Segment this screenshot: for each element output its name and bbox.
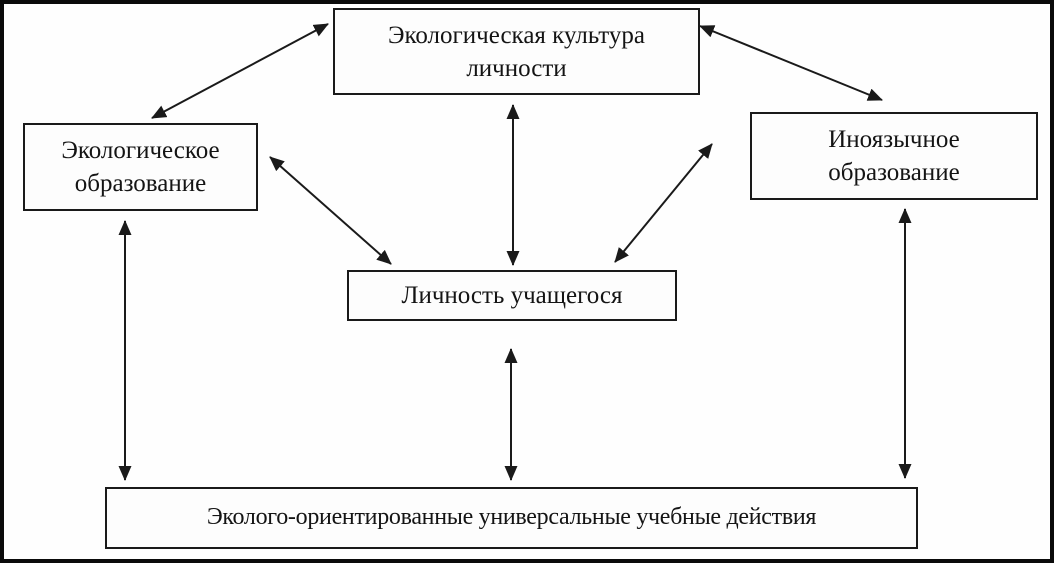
node-student-personality: Личность учащегося	[347, 270, 677, 321]
arrow-ecological-education-to-student-personality	[269, 156, 392, 265]
node-foreign-language-education: Иноязычное образование	[750, 112, 1038, 200]
arrow-ecological-education-to-ecological-culture	[151, 23, 329, 119]
node-eco-oriented-actions: Эколого-ориентированные универсальные уч…	[105, 487, 918, 549]
arrow-ecological-culture-to-foreign-language-education	[699, 25, 883, 101]
node-ecological-culture: Экологическая культура личности	[333, 8, 700, 95]
node-ecological-education: Экологическое образование	[23, 123, 258, 211]
arrow-foreign-language-education-to-student-personality	[614, 143, 713, 263]
